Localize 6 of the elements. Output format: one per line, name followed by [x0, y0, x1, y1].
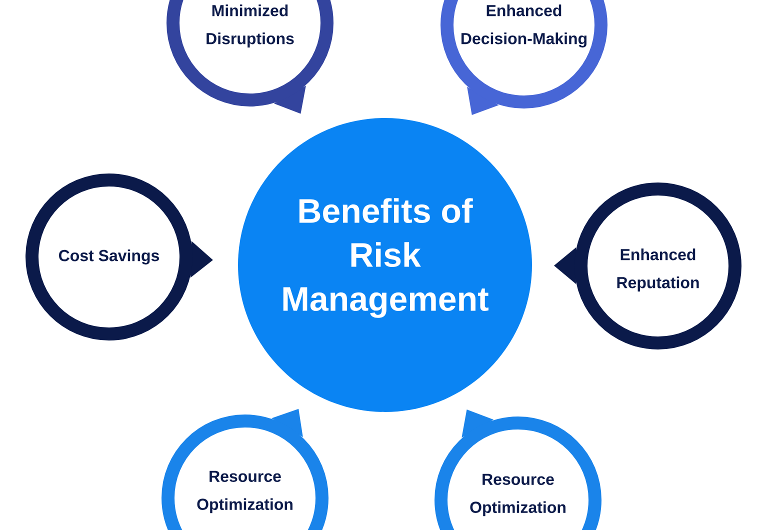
speech-bubble: Enhanced Reputation — [554, 182, 742, 350]
speech-bubble: Enhanced Decision-Making — [440, 0, 608, 115]
speech-bubble: Resource Optimization — [434, 409, 602, 530]
speech-bubble: Resource Optimization — [162, 408, 328, 530]
speech-bubble: Cost Savings — [26, 174, 213, 340]
speech-bubble: Minimized Disruptions — [166, 0, 334, 114]
